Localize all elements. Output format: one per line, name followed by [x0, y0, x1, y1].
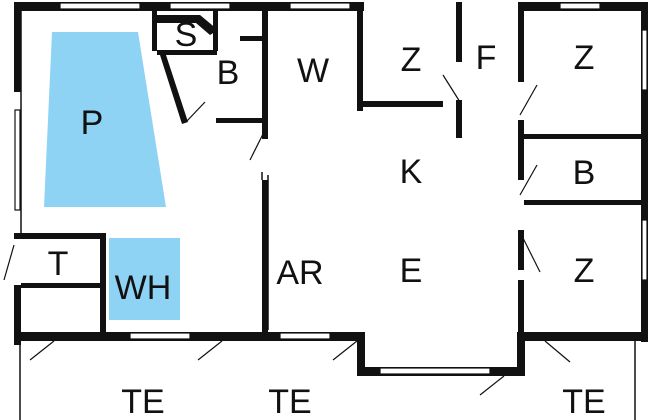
interior-walls: [14, 2, 644, 340]
label-whirlpool: WH: [115, 269, 172, 307]
label-bath-top: B: [217, 54, 240, 92]
partitions: [20, 11, 269, 330]
doors: [3, 74, 636, 420]
room-labels: P S B W Z F Z K B T AR E Z WH TE TE TE: [48, 16, 606, 420]
label-terrace-right: TE: [562, 383, 605, 420]
label-terrace-left: TE: [121, 383, 164, 420]
windows: [14, 2, 648, 375]
label-pool: P: [81, 104, 104, 142]
label-washroom: W: [297, 52, 329, 90]
label-bedroom-top-right: Z: [574, 39, 595, 77]
label-bedroom-bottom-right: Z: [574, 252, 595, 290]
label-activity: AR: [276, 254, 323, 292]
whirlpool-area: [109, 238, 180, 320]
label-bath-right: B: [573, 154, 596, 192]
label-hallway: F: [476, 39, 497, 77]
label-dining: E: [400, 252, 423, 290]
label-bedroom-top-middle: Z: [401, 41, 422, 79]
label-terrace-middle: TE: [268, 383, 311, 420]
pool-area: [44, 32, 166, 207]
label-technical: T: [48, 245, 69, 283]
label-kitchen: K: [400, 153, 423, 191]
label-sauna: S: [175, 16, 198, 54]
